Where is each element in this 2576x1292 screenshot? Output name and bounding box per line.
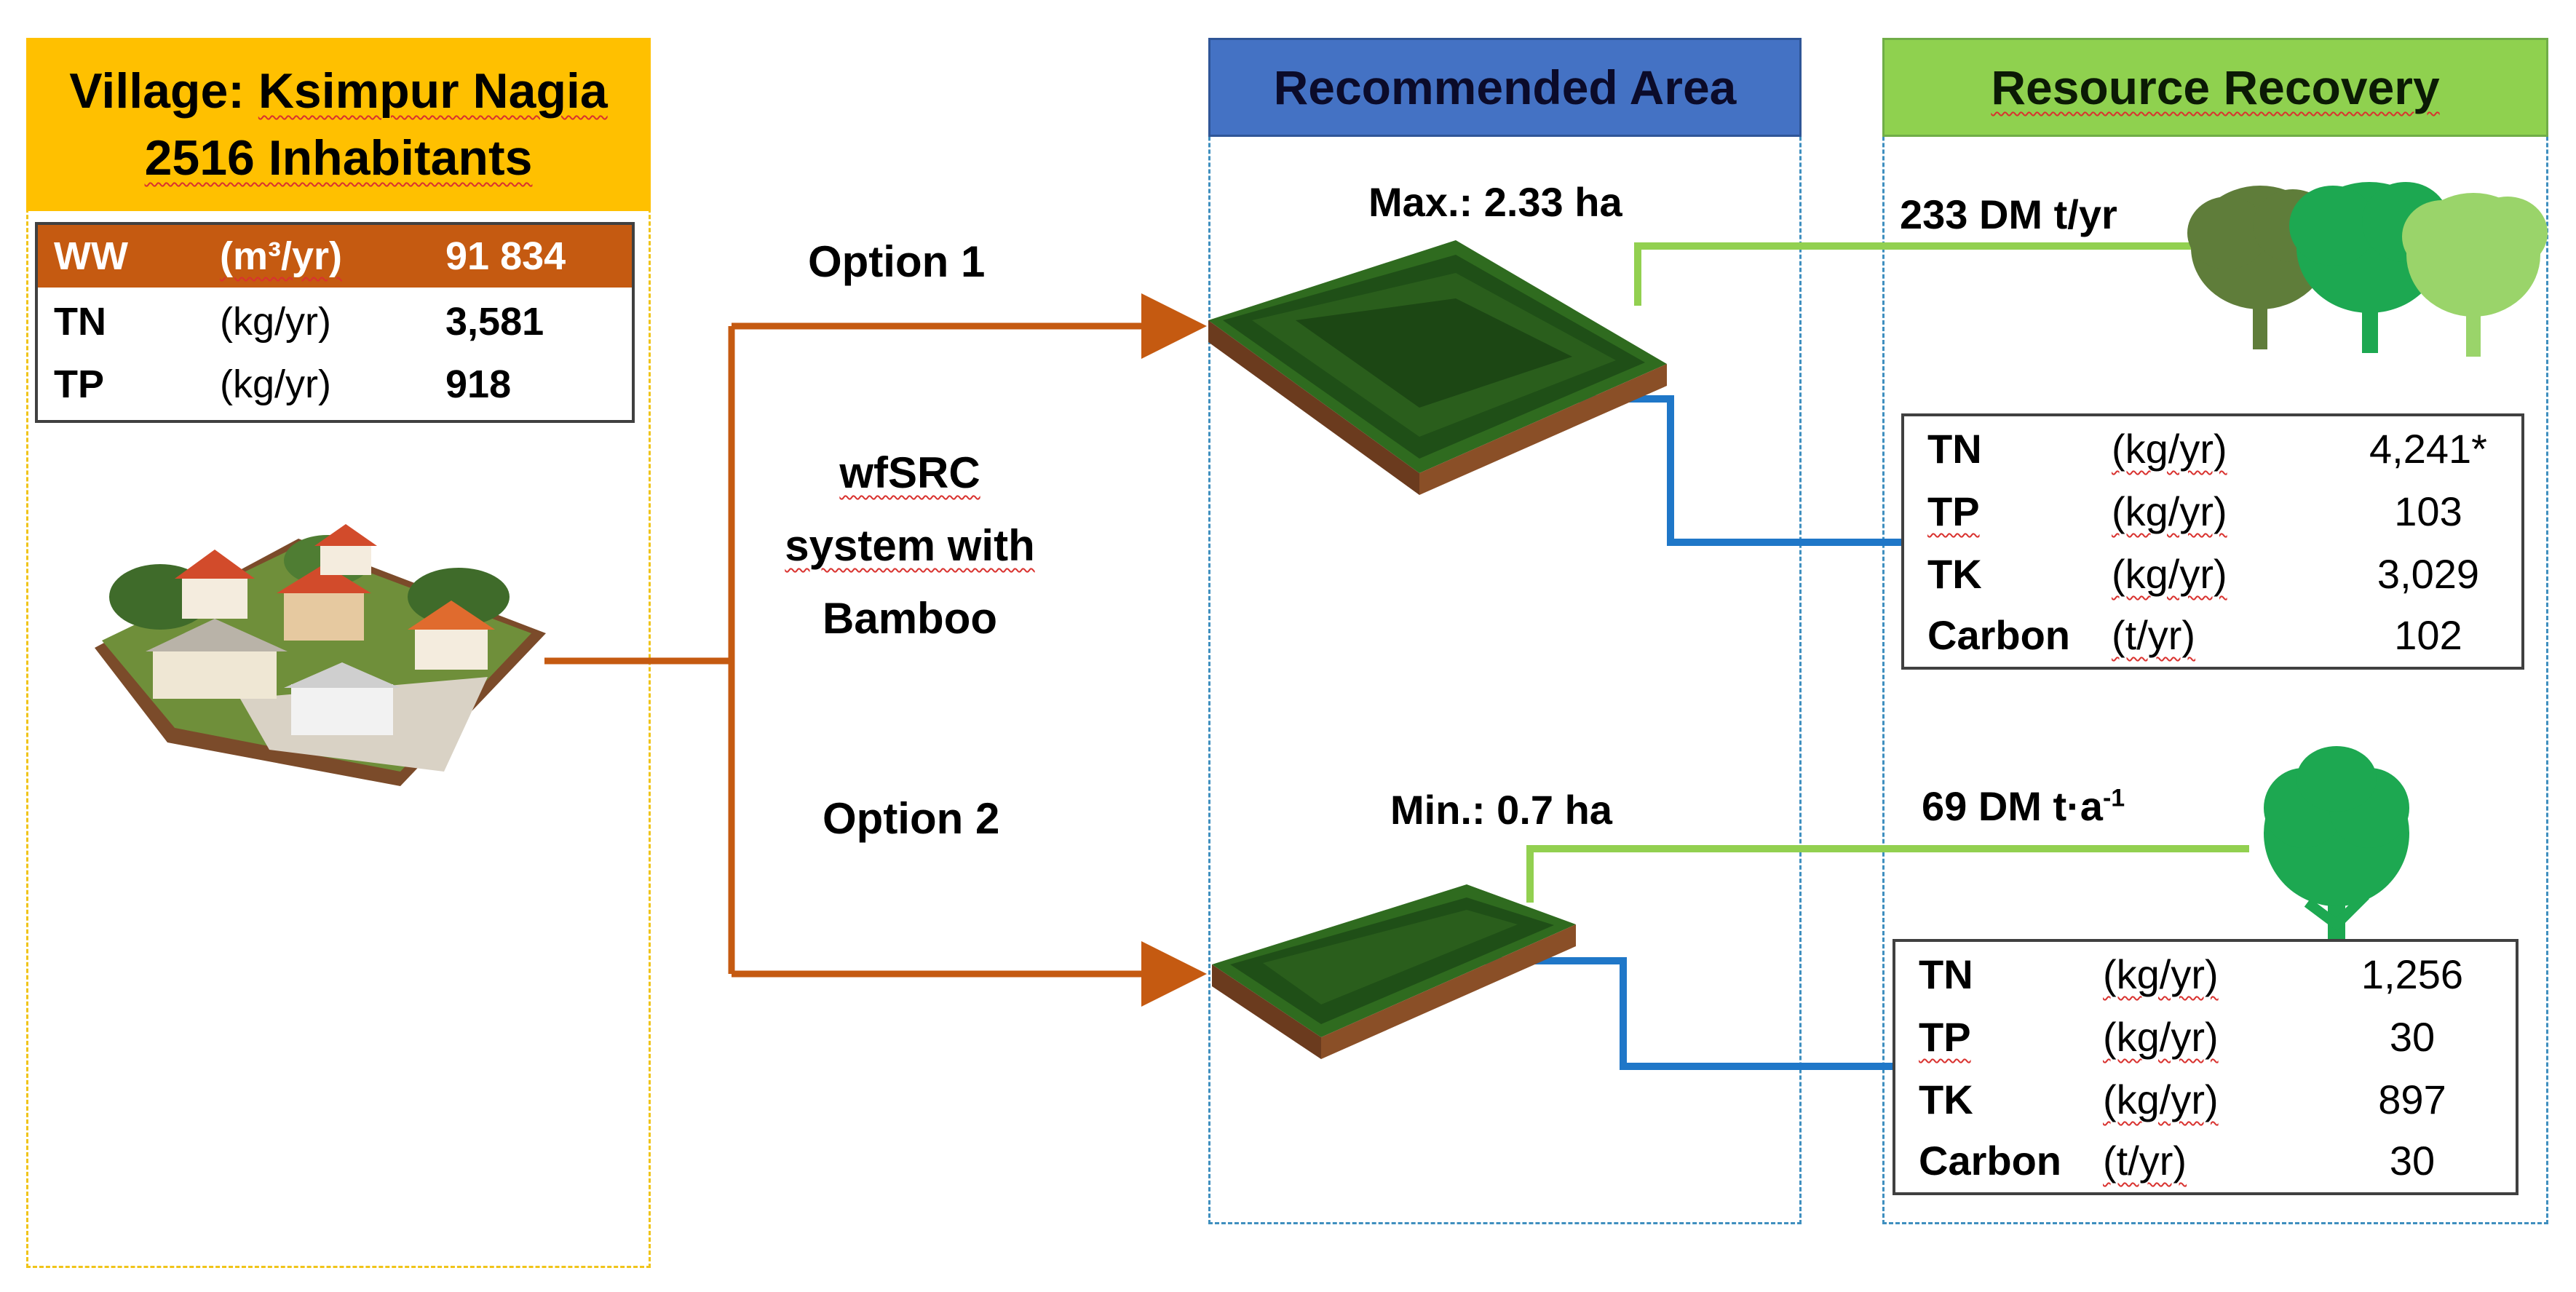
t2-tk-name: TK bbox=[1919, 1077, 1973, 1122]
option2-yield-text: 69 DM t·a bbox=[1922, 783, 2103, 829]
biomass-line-1 bbox=[1634, 242, 2191, 306]
t1-tp-unit: (kg/yr) bbox=[2112, 488, 2227, 534]
t2-tk-unit: (kg/yr) bbox=[2103, 1077, 2219, 1122]
table-row: WW (m³/yr) 91 834 bbox=[38, 225, 632, 288]
t2-tk-value: 897 bbox=[2378, 1077, 2446, 1122]
table-row: TP (kg/yr) 30 bbox=[1895, 1006, 2516, 1069]
t1-carbon-value: 102 bbox=[2394, 612, 2462, 658]
village-inhabitants: 2516 Inhabitants bbox=[144, 130, 533, 186]
t2-tn-unit: (kg/yr) bbox=[2103, 951, 2219, 997]
t1-tk-unit: (kg/yr) bbox=[2112, 551, 2227, 597]
tree-icon bbox=[2264, 746, 2409, 954]
ww-name: WW bbox=[54, 234, 128, 278]
table-row: TP (kg/yr) 918 bbox=[38, 353, 632, 416]
biomass-lines bbox=[1526, 242, 2249, 903]
tp-unit: (kg/yr) bbox=[220, 362, 331, 406]
system-line3: Bamboo bbox=[823, 594, 997, 643]
plantation-plot-icon bbox=[1212, 884, 1576, 1059]
table-row: Carbon (t/yr) 102 bbox=[1904, 604, 2521, 667]
tn-name: TN bbox=[54, 300, 106, 344]
t2-tp-name: TP bbox=[1919, 1014, 1971, 1060]
resource-recovery-title: Resource Recovery bbox=[1991, 60, 2440, 114]
tree-icon bbox=[2402, 193, 2548, 357]
table-row: Carbon (t/yr) 30 bbox=[1895, 1130, 2516, 1192]
option2-label: Option 2 bbox=[823, 794, 1000, 843]
tn-value: 3,581 bbox=[445, 300, 544, 344]
plantation-plot-icon bbox=[1208, 240, 1667, 495]
t2-tp-value: 30 bbox=[2389, 1014, 2436, 1060]
table-row: TK (kg/yr) 897 bbox=[1895, 1069, 2516, 1131]
tn-unit: (kg/yr) bbox=[220, 300, 331, 344]
system-label: wfSRC system with Bamboo bbox=[757, 437, 1063, 655]
t2-tn-name: TN bbox=[1919, 951, 1973, 997]
village-title-line1: Village: Ksimpur Nagia bbox=[69, 58, 607, 124]
village-header: Village: Ksimpur Nagia 2516 Inhabitants bbox=[26, 38, 651, 211]
ww-unit: (m³/yr) bbox=[220, 234, 343, 278]
t1-tk-value: 3,029 bbox=[2377, 551, 2480, 597]
option1-yield-label: 233 DM t/yr bbox=[1900, 191, 2117, 238]
option2-yield-sup: -1 bbox=[2102, 784, 2125, 812]
option1-yield-text: 233 DM t/yr bbox=[1900, 191, 2117, 237]
biomass-line-2 bbox=[1526, 845, 2249, 903]
recovery-table-option2: TN (kg/yr) 1,256 TP (kg/yr) 30 TK (kg/yr… bbox=[1893, 939, 2518, 1195]
t2-tn-value: 1,256 bbox=[2361, 951, 2464, 997]
area-min-label: Min.: 0.7 ha bbox=[1390, 787, 1612, 833]
flow-arrows bbox=[544, 293, 1207, 1007]
village-title-prefix: Village: bbox=[69, 63, 258, 119]
table-row: TN (kg/yr) 1,256 bbox=[1895, 943, 2516, 1006]
village-houses-icon bbox=[95, 524, 546, 786]
t1-tp-value: 103 bbox=[2394, 488, 2462, 534]
option1-label: Option 1 bbox=[808, 237, 986, 286]
system-line1: wfSRC bbox=[839, 448, 980, 497]
ww-value: 91 834 bbox=[445, 234, 566, 278]
t1-tp-name: TP bbox=[1927, 488, 1980, 534]
t1-tn-value: 4,241* bbox=[2369, 426, 2487, 472]
resource-recovery-header: Resource Recovery bbox=[1882, 38, 2548, 137]
t1-tn-name: TN bbox=[1927, 426, 1982, 472]
t1-carbon-unit: (t/yr) bbox=[2112, 612, 2196, 658]
tp-value: 918 bbox=[445, 362, 512, 406]
area-max-label: Max.: 2.33 ha bbox=[1368, 179, 1622, 225]
tp-name: TP bbox=[54, 362, 105, 406]
t2-carbon-value: 30 bbox=[2389, 1138, 2436, 1184]
village-name: Ksimpur Nagia bbox=[258, 63, 608, 119]
t1-tn-unit: (kg/yr) bbox=[2112, 426, 2227, 472]
t2-tp-unit: (kg/yr) bbox=[2103, 1014, 2219, 1060]
wastewater-table: WW (m³/yr) 91 834 TN (kg/yr) 3,581 TP (k… bbox=[35, 222, 635, 423]
t1-tk-name: TK bbox=[1927, 551, 1982, 597]
recovery-table-option1: TN (kg/yr) 4,241* TP (kg/yr) 103 TK (kg/… bbox=[1901, 413, 2524, 670]
t2-carbon-unit: (t/yr) bbox=[2103, 1138, 2187, 1184]
option2-yield-label: 69 DM t·a-1 bbox=[1922, 782, 2125, 830]
recommended-area-header: Recommended Area bbox=[1208, 38, 1802, 137]
table-row: TN (kg/yr) 4,241* bbox=[1904, 418, 2521, 480]
table-row: TP (kg/yr) 103 bbox=[1904, 480, 2521, 543]
table-row: TK (kg/yr) 3,029 bbox=[1904, 543, 2521, 606]
table-row: TN (kg/yr) 3,581 bbox=[38, 290, 632, 353]
t1-carbon-name: Carbon bbox=[1927, 612, 2070, 658]
system-line2: system with bbox=[785, 521, 1035, 570]
t2-carbon-name: Carbon bbox=[1919, 1138, 2061, 1184]
